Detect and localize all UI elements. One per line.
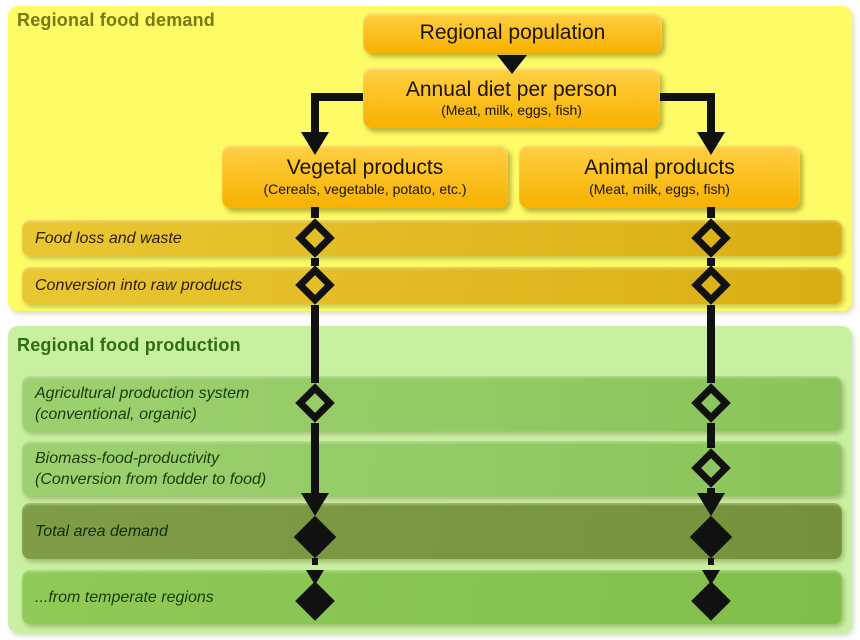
box-animal-products: Animal products (Meat, milk, eggs, fish) [519,145,800,208]
box-annual-diet-sublabel: (Meat, milk, eggs, fish) [441,102,582,119]
box-vegetal-products: Vegetal products (Cereals, vegetable, po… [222,145,508,208]
box-annual-diet-label: Annual diet per person [405,77,618,101]
box-vegetal-products-label: Vegetal products [286,156,444,180]
bar-agricultural-production-system: Agricultural production system (conventi… [22,376,842,431]
bar-total-area-demand: Total area demand [22,503,842,559]
box-regional-population-label: Regional population [419,20,606,44]
bar-biomass-line2: (Conversion from fodder to food) [35,470,267,488]
box-regional-population: Regional population [363,13,662,53]
bar-conversion-label: Conversion into raw products [35,277,243,294]
box-animal-products-sublabel: (Meat, milk, eggs, fish) [589,180,730,197]
bar-temperate-label: ...from temperate regions [35,588,214,606]
bar-conversion-raw-products: Conversion into raw products [22,267,842,304]
box-annual-diet: Annual diet per person (Meat, milk, eggs… [363,68,660,128]
bar-biomass-line1: Biomass-food-productivity [35,449,220,467]
bar-agricultural-line2: (conventional, organic) [35,405,197,423]
bar-total-label: Total area demand [35,522,168,540]
bar-from-temperate-regions: ...from temperate regions [22,570,842,624]
box-vegetal-products-sublabel: (Cereals, vegetable, potato, etc.) [263,180,467,197]
bar-agricultural-line1: Agricultural production system [35,384,250,402]
box-animal-products-label: Animal products [584,156,735,180]
section-title-production: Regional food production [17,335,241,355]
bar-food-loss-and-waste: Food loss and waste [22,220,842,256]
bar-food-loss-label: Food loss and waste [35,229,182,247]
section-title-demand: Regional food demand [17,10,216,30]
bar-biomass-food-productivity: Biomass-food-productivity (Conversion fr… [22,441,842,496]
